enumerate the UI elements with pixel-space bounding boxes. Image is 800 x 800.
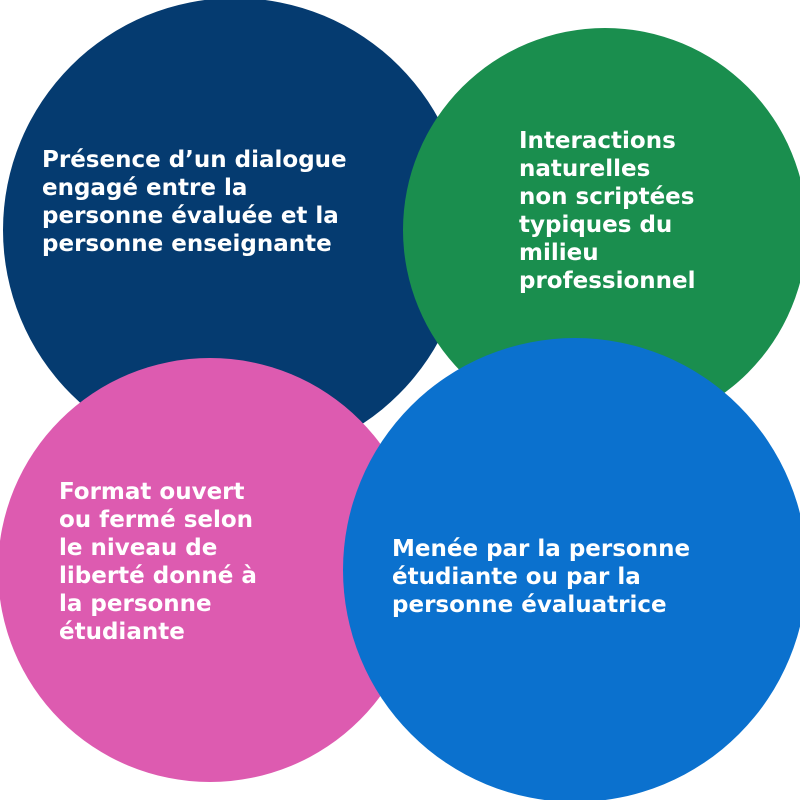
circle-top-left (3, 0, 467, 462)
circle-top-right-text: Interactions naturelles non scriptées ty… (519, 128, 696, 294)
circle-bottom-right (343, 338, 800, 800)
circle-top-left-text: Présence d’un dialogue engagé entre la p… (42, 147, 347, 257)
circle-bottom-left-text: Format ouvert ou fermé selon le niveau d… (59, 479, 257, 645)
circle-top-right (403, 28, 800, 432)
circle-bottom-left (0, 358, 422, 782)
circle-bottom-right-text: Menée par la personne étudiante ou par l… (392, 536, 691, 618)
